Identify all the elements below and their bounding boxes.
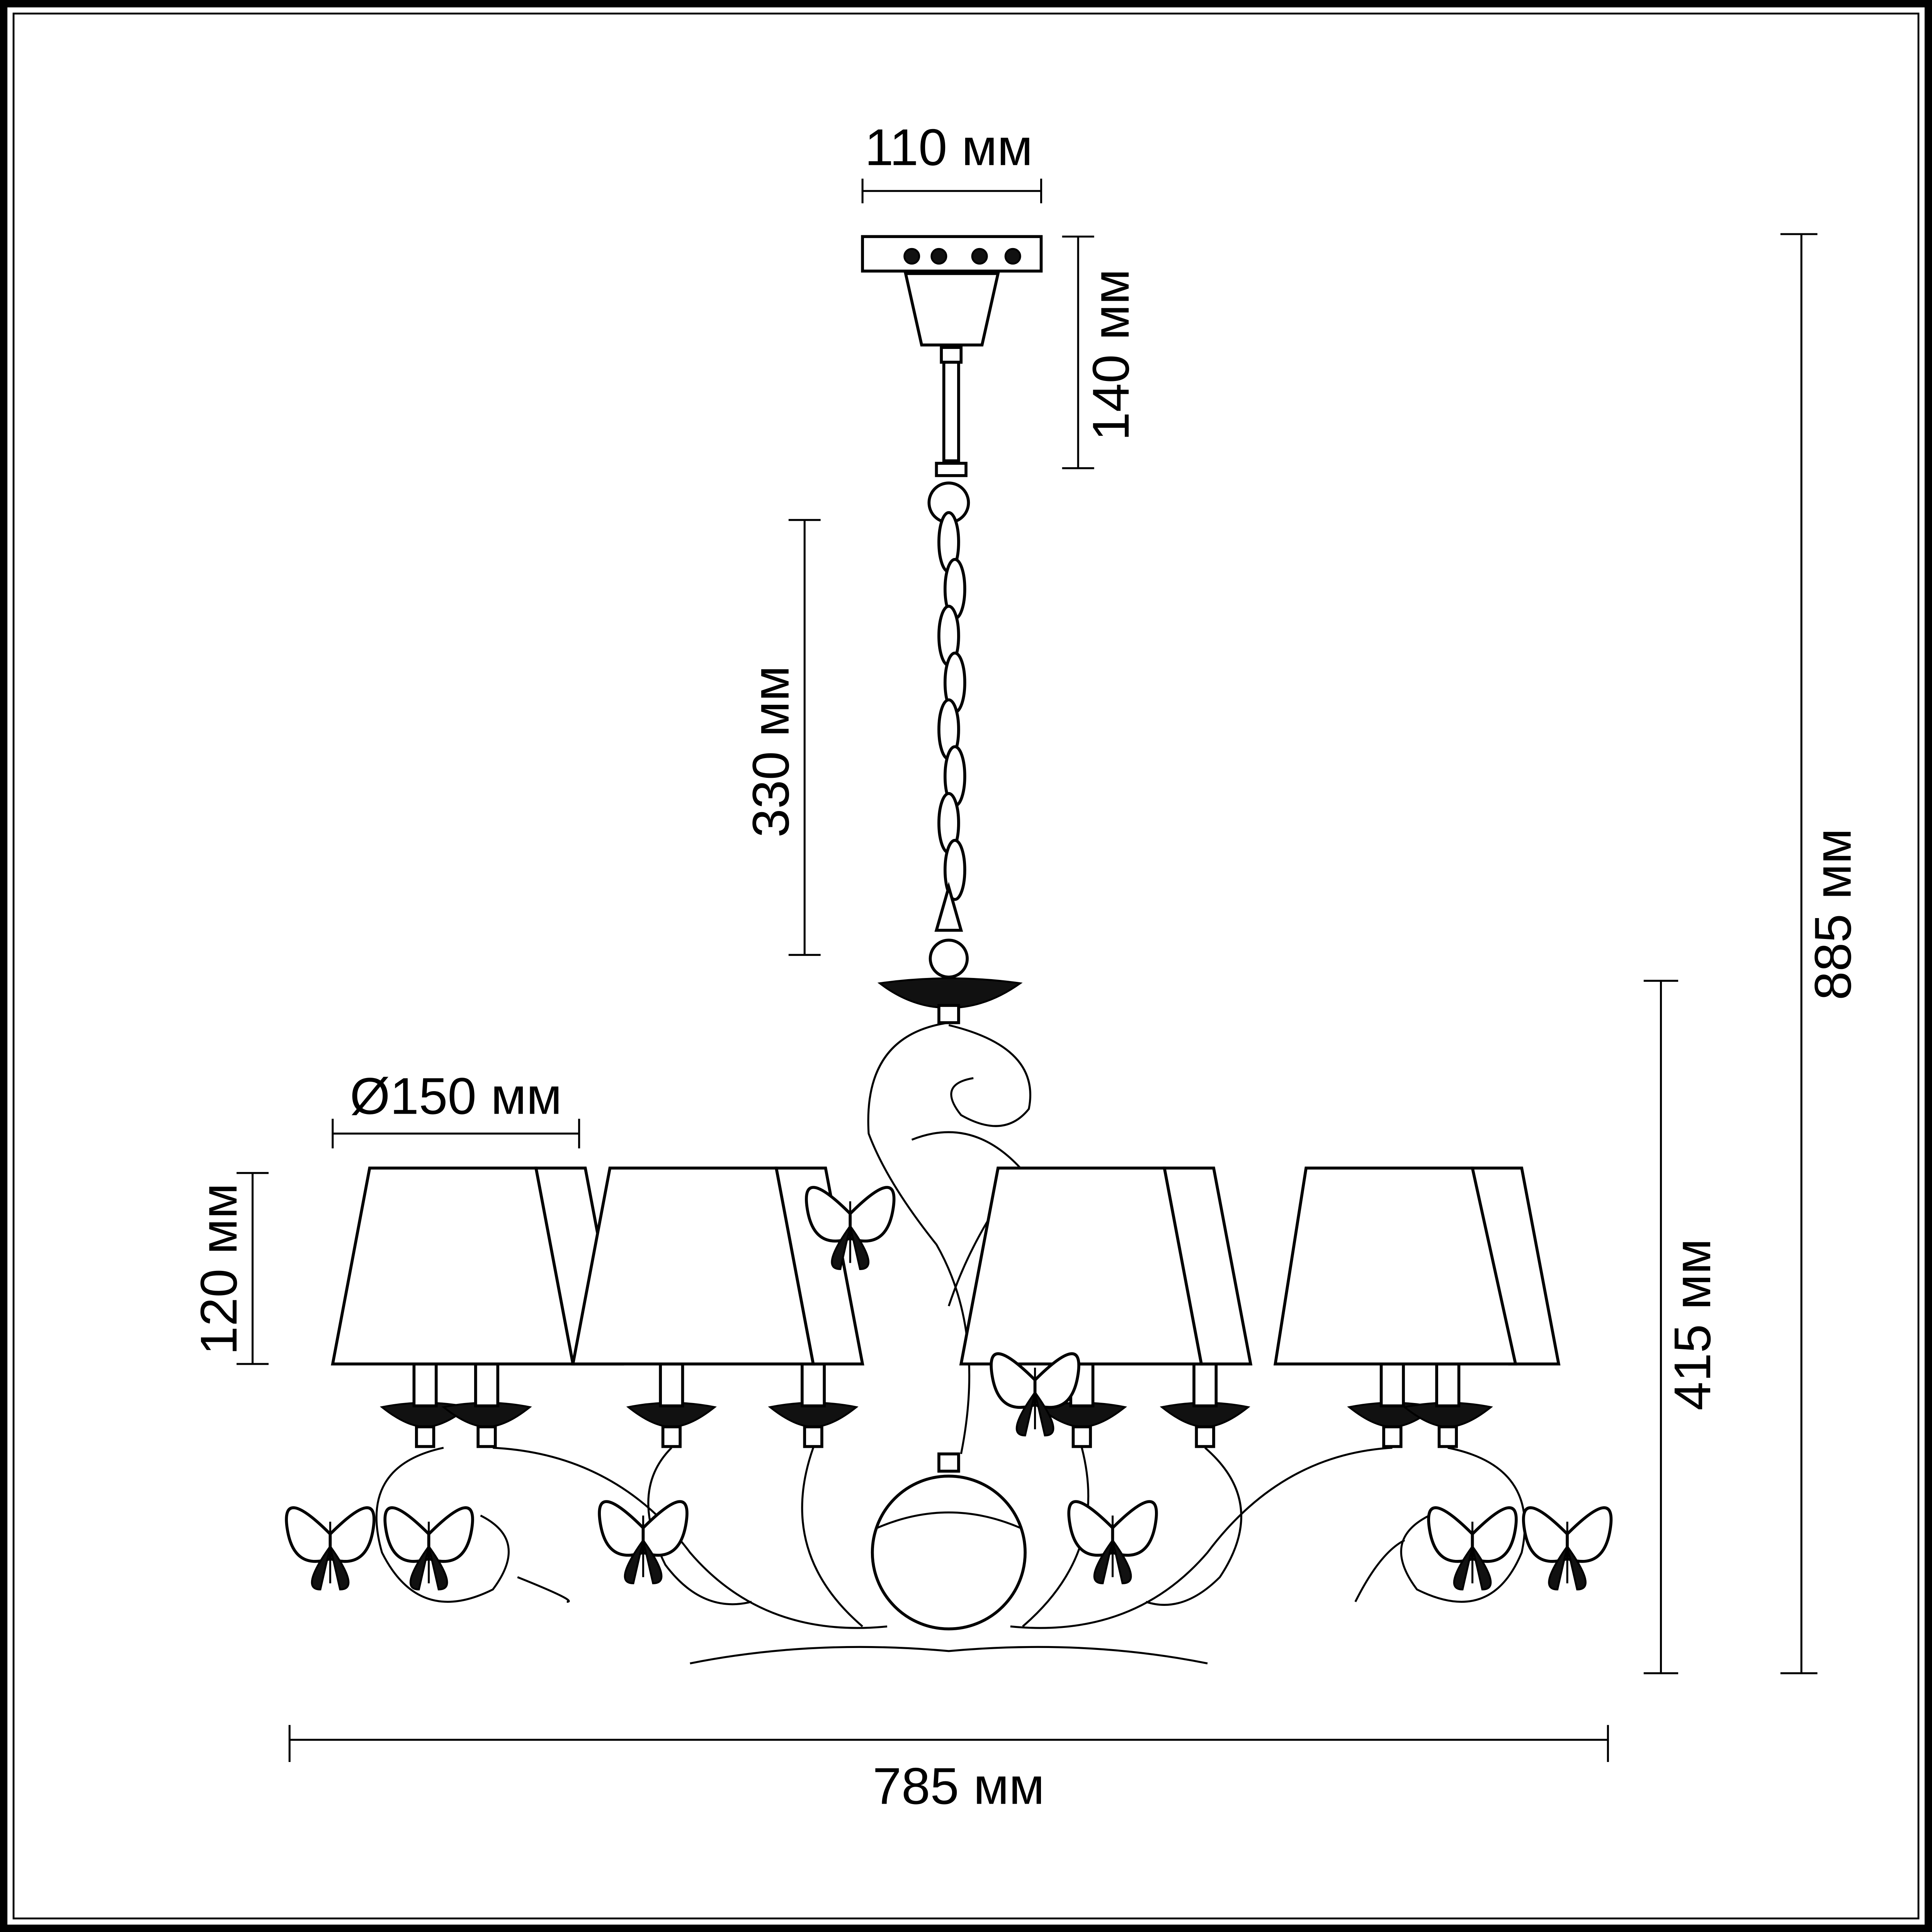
scroll-arm bbox=[690, 1646, 1208, 1665]
candle-socket bbox=[1071, 1425, 1092, 1448]
butterfly-icon bbox=[990, 1352, 1080, 1437]
butterfly-icon bbox=[1427, 1506, 1518, 1590]
butterfly-icon bbox=[383, 1506, 474, 1590]
dim-total-width: 785 мм bbox=[288, 1725, 1609, 1815]
lamp-shade bbox=[331, 1167, 575, 1366]
dim-total-height: 885 мм bbox=[1780, 233, 1862, 1674]
label-total-width: 785 мм bbox=[872, 1757, 1044, 1815]
lamp-shade bbox=[1273, 1167, 1517, 1366]
candle-socket bbox=[661, 1425, 682, 1448]
lamp-shades bbox=[331, 1167, 1561, 1366]
dim-canopy-width: 110 мм bbox=[861, 119, 1043, 204]
candle bbox=[1379, 1362, 1405, 1408]
scroll-arm bbox=[517, 1576, 570, 1603]
candle-socket bbox=[1382, 1425, 1403, 1448]
butterfly-icon bbox=[805, 1186, 896, 1270]
scroll-arm bbox=[1354, 1539, 1405, 1602]
label-chain-length: 330 мм bbox=[742, 666, 800, 838]
dim-body-height: 415 мм bbox=[1643, 980, 1721, 1674]
scroll-arm bbox=[1400, 1447, 1526, 1603]
candle bbox=[801, 1362, 826, 1408]
scroll-arm bbox=[1145, 1447, 1242, 1606]
label-shade-height: 120 мм bbox=[190, 1183, 248, 1355]
candle bbox=[1192, 1362, 1218, 1408]
central-body bbox=[867, 977, 1031, 1631]
inner-frame bbox=[12, 12, 1920, 1920]
chain-link bbox=[943, 838, 966, 901]
candle-socket bbox=[1437, 1425, 1458, 1448]
candle bbox=[1435, 1362, 1461, 1408]
butterfly-decorations bbox=[285, 1186, 1613, 1590]
candle bbox=[474, 1362, 500, 1408]
candle-socket bbox=[415, 1425, 435, 1448]
dim-shade-height: 120 мм bbox=[190, 1172, 269, 1365]
chain bbox=[927, 481, 970, 979]
scroll-arm bbox=[493, 1447, 888, 1629]
label-canopy-width: 110 мм bbox=[865, 119, 1033, 176]
dim-shade-diameter: Ø150 мм bbox=[332, 1068, 580, 1148]
label-body-height: 415 мм bbox=[1664, 1239, 1721, 1411]
ceiling-canopy bbox=[861, 235, 1043, 477]
dim-chain-length: 330 мм bbox=[742, 519, 821, 956]
scroll-arm bbox=[801, 1447, 863, 1628]
scroll-arm bbox=[1010, 1447, 1393, 1629]
butterfly-icon bbox=[598, 1500, 689, 1584]
chain-ring bbox=[929, 939, 969, 979]
chain-hook bbox=[934, 881, 963, 932]
butterfly-icon bbox=[1522, 1506, 1613, 1590]
label-total-height: 885 мм bbox=[1804, 828, 1862, 1000]
label-shade-diameter: Ø150 мм bbox=[350, 1068, 562, 1125]
arms bbox=[375, 1362, 1526, 1665]
candle-socket bbox=[1195, 1425, 1215, 1448]
candle-socket bbox=[803, 1425, 823, 1448]
scroll-arm bbox=[647, 1447, 752, 1605]
candle bbox=[412, 1362, 438, 1408]
lamp-shade bbox=[959, 1167, 1203, 1366]
candle-socket bbox=[476, 1425, 497, 1448]
dim-canopy-height: 140 мм bbox=[1062, 235, 1140, 469]
label-canopy-height: 140 мм bbox=[1082, 269, 1140, 441]
candle bbox=[659, 1362, 684, 1408]
butterfly-icon bbox=[1067, 1500, 1158, 1584]
butterfly-icon bbox=[285, 1506, 376, 1590]
lamp-shade bbox=[571, 1167, 815, 1366]
scroll-arm bbox=[375, 1447, 510, 1603]
